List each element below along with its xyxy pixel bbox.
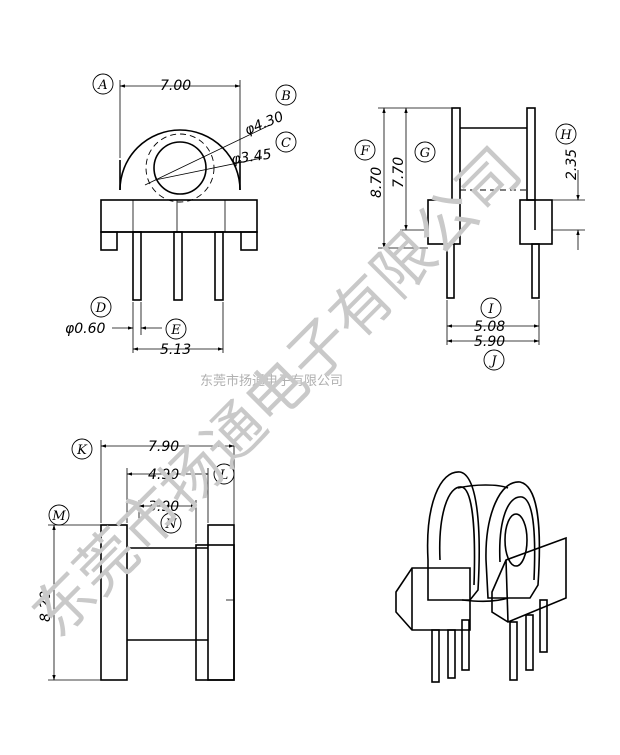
dim-i-value: 5.08 xyxy=(474,319,505,335)
label-l: L xyxy=(219,468,229,483)
label-g: G xyxy=(420,146,430,161)
bottom-view xyxy=(48,440,235,681)
dim-d-value: φ0.60 xyxy=(65,321,106,337)
label-j: J xyxy=(488,354,497,369)
isometric-view xyxy=(395,471,567,683)
label-i: I xyxy=(487,302,494,317)
label-n: N xyxy=(164,517,177,532)
dim-j-value: 5.90 xyxy=(474,334,505,350)
dimension-texts: 7.00 φ4.30 φ3.45 φ0.60 5.13 8.70 7.70 2.… xyxy=(38,78,580,622)
watermark-diagonal: 东莞市扬通电子有限公司 xyxy=(19,134,535,650)
dim-c-value: φ3.45 xyxy=(230,146,272,167)
callout-labels: A B C D E F G H I J K L M N xyxy=(48,73,577,534)
label-m: M xyxy=(51,509,66,524)
dim-l-value: 4.90 xyxy=(148,467,179,483)
label-k: K xyxy=(76,443,88,458)
label-f: F xyxy=(359,144,370,159)
dim-h-value: 2.35 xyxy=(564,149,580,180)
dim-n-value: 3.90 xyxy=(148,499,179,515)
label-e: E xyxy=(170,323,181,338)
label-c: C xyxy=(281,136,291,151)
label-a: A xyxy=(97,78,107,93)
dim-a-value: 7.00 xyxy=(160,78,191,94)
dim-k-value: 7.90 xyxy=(148,439,179,455)
label-d: D xyxy=(95,301,107,316)
dim-e-value: 5.13 xyxy=(160,342,191,358)
side-view xyxy=(378,107,585,345)
watermark-caption: 东莞市扬通电子有限公司 xyxy=(200,373,343,389)
dim-m-value: 8.20 xyxy=(38,591,54,622)
label-b: B xyxy=(280,89,291,104)
dim-f-value: 8.70 xyxy=(369,167,385,198)
dim-g-value: 7.70 xyxy=(391,157,407,188)
front-view xyxy=(100,80,271,353)
label-h: H xyxy=(559,128,572,143)
